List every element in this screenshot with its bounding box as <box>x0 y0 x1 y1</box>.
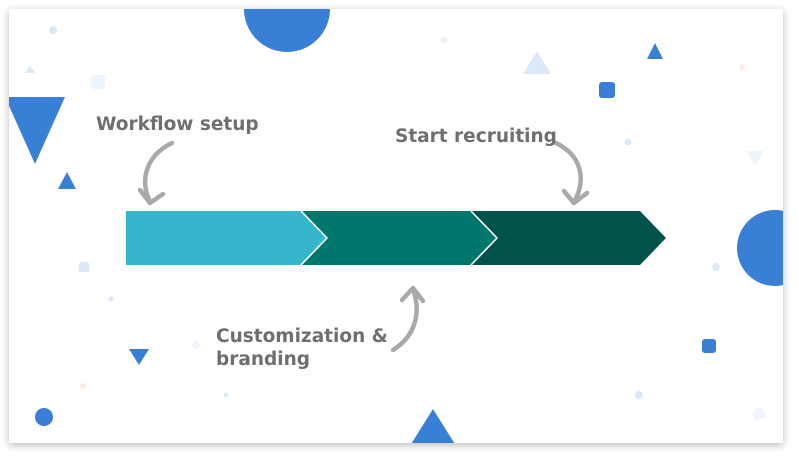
curved-arrow-workflow-head <box>137 187 166 206</box>
decor-circle-bottom-left <box>35 408 53 426</box>
decor-dot-5 <box>108 296 114 302</box>
curved-arrow-customization-path <box>390 286 419 353</box>
label-customization-line2: branding <box>216 349 311 370</box>
label-customization-branding: Customization & branding <box>216 325 388 371</box>
background-decorations <box>9 9 783 443</box>
label-workflow-setup-text: Workflow setup <box>96 114 259 135</box>
decor-triangle-left-large <box>9 97 65 164</box>
decor-dot-10 <box>753 408 765 420</box>
diagram-graphic <box>9 9 783 443</box>
decor-triangle-small-left <box>58 172 76 189</box>
decor-triangle-down-left <box>129 349 149 365</box>
label-customization-line1: Customization & <box>216 326 388 347</box>
stage-1-segment <box>126 211 327 265</box>
decor-triangle-bottom <box>411 409 455 443</box>
stage-2-segment <box>301 211 497 265</box>
decor-dot-9 <box>80 383 86 389</box>
decor-dot-3 <box>712 263 720 271</box>
decor-circle-top <box>244 9 330 52</box>
label-start-recruiting-text: Start recruiting <box>395 126 557 147</box>
decor-square-faint <box>91 75 105 89</box>
decor-square-bottom-right <box>702 339 716 353</box>
stage-divider-2 <box>470 210 499 266</box>
decor-dot-2 <box>624 138 632 146</box>
label-start-recruiting: Start recruiting <box>395 125 557 148</box>
decor-square-top-right <box>599 82 615 98</box>
decor-triangle-faint-right <box>746 151 764 165</box>
decor-dot-8 <box>739 64 745 70</box>
process-arrow <box>126 210 666 266</box>
curved-arrow-workflow-path <box>143 140 175 205</box>
decor-triangle-light-top <box>523 51 551 74</box>
decor-dot-6 <box>223 392 229 398</box>
curved-arrow-icon <box>137 140 175 206</box>
label-workflow-setup: Workflow setup <box>96 113 259 136</box>
curved-arrow-icon <box>390 285 426 353</box>
curved-arrow-icon <box>553 140 590 206</box>
decor-triangle-top-right <box>647 43 663 59</box>
decor-triangle-faint-left <box>25 65 35 73</box>
curved-arrow-recruiting-head <box>561 188 590 206</box>
stage-divider-1 <box>300 210 329 266</box>
curved-arrow-recruiting-path <box>553 140 583 205</box>
decor-dot-4 <box>635 391 643 399</box>
stage-3-segment <box>471 211 666 265</box>
decor-circle-right <box>737 210 783 286</box>
slide-canvas: Workflow setup Start recruiting Customiz… <box>9 9 783 443</box>
curved-arrow-customization-head <box>399 285 426 304</box>
decor-dot-11 <box>192 341 200 349</box>
decor-square-light-left <box>79 262 89 272</box>
decor-dot-7 <box>440 36 448 44</box>
decor-dot-1 <box>49 26 57 34</box>
